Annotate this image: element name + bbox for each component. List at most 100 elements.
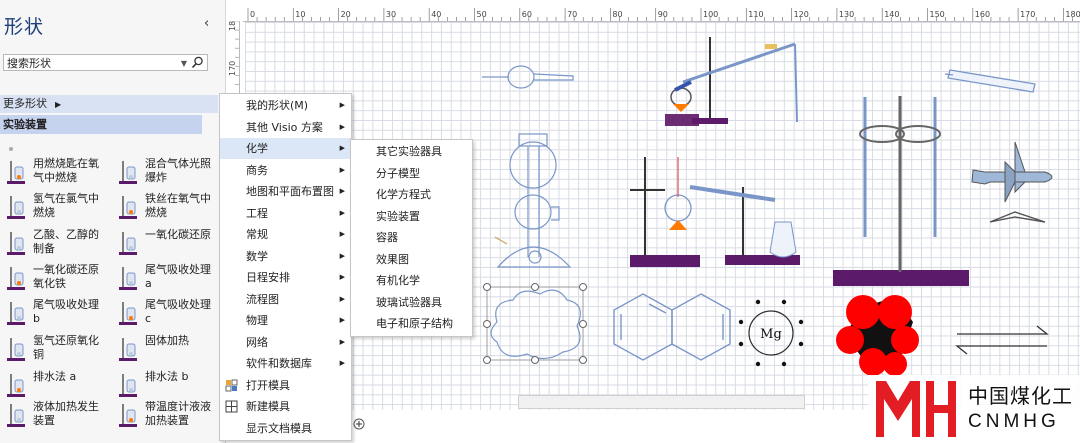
stencil-item-label: 固体加热 [145,334,189,347]
stencil-item[interactable]: 固体加热 [112,332,220,368]
ruler-top-label: 80 [612,10,622,19]
stencil-item-label: 尾气吸收处理a [145,263,211,290]
liquid-heating-icon [7,404,25,427]
stencil-item[interactable]: 尾气吸收处理c [112,296,220,332]
menu-item-6[interactable]: 常规▶ [220,224,351,245]
menu-item-3[interactable]: 商务▶ [220,160,351,181]
menu-item-13[interactable]: 打开模具 [220,375,351,396]
burette-stand-shape[interactable] [833,96,969,286]
molecule-model-shape[interactable] [836,295,919,376]
menu-item-4[interactable]: 地图和平面布置图▶ [220,181,351,202]
search-icon[interactable] [191,56,204,69]
stencil-item[interactable]: 排水法 a [0,368,108,404]
chemistry-submenu-item[interactable]: 实验装置 [376,209,420,223]
water-displacement-a-icon [7,374,25,397]
stencil-item[interactable]: 液体加热发生装置 [0,398,108,434]
stencil-item-label: 乙酸、乙醇的制备 [33,228,99,255]
menu-item-11[interactable]: 网络▶ [220,332,351,353]
stencil-item[interactable]: 氢气还原氧化铜 [0,332,108,368]
menu-item-12[interactable]: 软件和数据库▶ [220,353,351,374]
horizontal-scrollbar[interactable] [518,395,805,409]
stencil-item[interactable]: 尾气吸收处理b [0,296,108,332]
chemistry-submenu-item[interactable]: 有机化学 [376,274,420,287]
stencil-item[interactable]: 氢气在氯气中燃烧 [0,190,108,226]
stencil-item[interactable]: 一氧化碳还原 [112,226,220,262]
stencil-section-header[interactable]: 实验装置 [0,115,202,134]
stencil-item[interactable]: 混合气体光照爆炸 [112,155,220,191]
menu-item-0[interactable]: 我的形状(M)▶ [220,95,351,116]
airplane-shape[interactable] [971,141,1053,223]
distillation-setup-shape[interactable] [630,157,800,267]
ruler-top-label: 120 [794,10,809,19]
chevron-right-icon: ▶ [339,208,345,217]
cnmhg-logo [876,381,956,437]
stencil-item-label: 排水法 b [145,370,189,383]
stencil-item[interactable]: 带温度计液液加热装置 [112,398,220,434]
chevron-down-icon[interactable]: ▼ [180,59,187,68]
ruler-top-label: 30 [386,10,396,19]
chemistry-submenu-item[interactable]: 效果图 [376,252,409,266]
condenser-tube-shape[interactable] [944,69,1036,93]
chemistry-submenu-item[interactable]: 玻璃试验器具 [376,295,442,309]
naphthalene-molecule-shape[interactable] [613,293,731,361]
menu-item-label: 工程 [246,206,268,220]
menu-item-9[interactable]: 流程图▶ [220,289,351,310]
gas-bottle-icon [119,161,137,184]
menu-item-1[interactable]: 其他 Visio 方案▶ [220,117,351,138]
menu-item-10[interactable]: 物理▶ [220,310,351,331]
menu-item-label: 地图和平面布置图 [246,185,334,198]
chemistry-submenu-item[interactable]: 电子和原子结构 [376,317,453,330]
magnesium-atom-shape[interactable]: Mg [738,299,804,367]
ruler-top-label: 70 [567,10,577,19]
chevron-right-icon: ▶ [339,122,345,131]
hydrogen-flame-icon [7,196,25,219]
equilibrium-arrow-shape[interactable] [955,325,1049,355]
menu-item-15[interactable]: 显示文档模具 [220,418,351,439]
menu-item-8[interactable]: 日程安排▶ [220,267,351,288]
menu-item-14[interactable]: 新建模具 [220,396,351,417]
search-shapes-input[interactable]: 搜索形状 ▼ [3,54,208,71]
add-page-icon[interactable] [353,418,365,430]
chemistry-submenu-item[interactable]: 分子模型 [376,166,420,180]
kipp-apparatus-shape[interactable] [494,133,572,268]
menu-item-2[interactable]: 化学▶ [220,138,351,159]
distillation-apparatus-shape[interactable] [665,37,798,126]
more-shapes-item[interactable]: 更多形状▶ [0,95,218,113]
chemistry-submenu: 其它实验器具分子模型化学方程式实验装置容器效果图有机化学玻璃试验器具电子和原子结… [350,139,473,337]
ruler-top-label: 20 [341,10,351,19]
hydrogen-copper-icon [7,338,25,361]
water-displacement-b-icon [119,374,137,397]
shapes-panel: 形状 ‹ 搜索形状 ▼ 更多形状▶ 实验装置 [0,0,226,443]
chevron-right-icon: ▶ [339,251,345,260]
stencil-item[interactable]: 尾气吸收处理a [112,261,220,297]
new-stencil-icon [225,400,238,413]
mg-label: Mg [760,327,782,342]
more-shapes-label: 更多形状 [3,97,47,110]
ruler-top-label: 110 [748,10,763,19]
stencil-item[interactable]: 乙酸、乙醇的制备 [0,226,108,262]
stencil-item[interactable]: 一氧化碳还原氧化铁 [0,261,108,297]
stencil-item[interactable]: 排水法 b [112,368,220,404]
chemistry-submenu-item[interactable]: 容器 [376,231,398,244]
menu-item-label: 我的形状(M) [246,99,309,112]
menu-item-5[interactable]: 工程 ▶ [220,203,351,224]
chevron-right-icon: ▶ [339,294,345,303]
scroll-up-icon[interactable] [8,146,14,152]
cloud-shape-selected[interactable] [483,283,587,364]
chevron-right-icon: ▶ [339,316,345,324]
stencil-item[interactable]: 铁丝在氧气中燃烧 [112,190,220,226]
chemistry-submenu-item[interactable]: 化学方程式 [376,188,431,201]
separatory-funnel-shape[interactable] [482,65,574,89]
stencil-item-label: 液体加热发生装置 [33,400,99,427]
chemistry-submenu-item[interactable]: 其它实验器具 [376,145,442,158]
iron-wire-icon [119,196,137,219]
ruler-top-label: 140 [884,10,899,19]
collapse-panel-button[interactable]: ‹ [204,16,210,31]
stencil-item-label: 铁丝在氧气中燃烧 [145,192,211,219]
stencil-item-label: 一氧化碳还原氧化铁 [33,263,99,290]
menu-item-7[interactable]: 数学▶ [220,246,351,267]
stencil-item[interactable]: 用燃烧匙在氧气中燃烧 [0,155,108,191]
ruler-top-label: 180 [1065,10,1080,19]
watermark-cn: 中国煤化工 [968,384,1073,408]
search-placeholder: 搜索形状 [7,57,51,70]
